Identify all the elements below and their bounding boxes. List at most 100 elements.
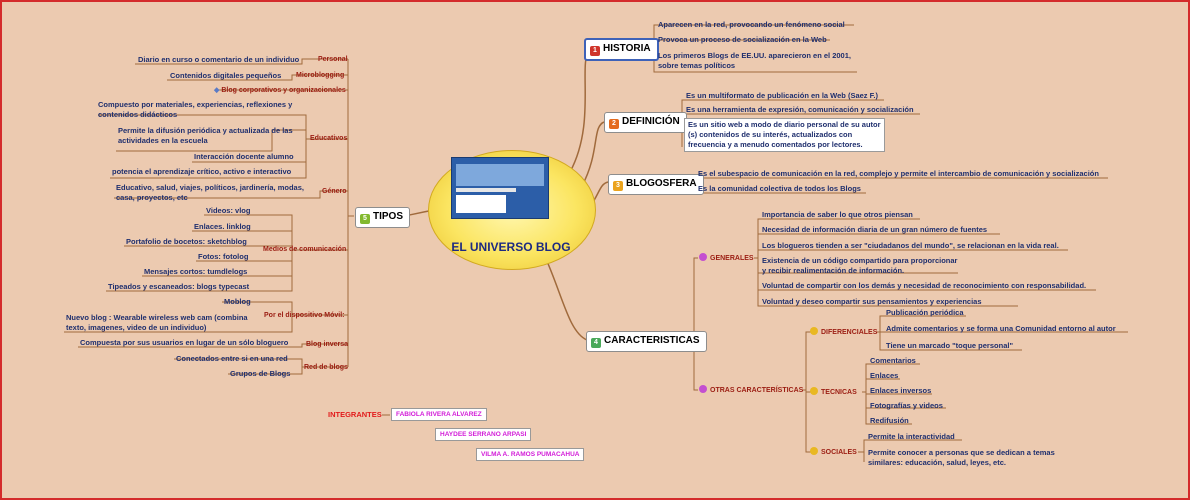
tecnicas-item[interactable]: Comentarios [870,356,916,365]
tecnicas-item[interactable]: Fotografías y videos [870,401,943,410]
historia-item[interactable]: Aparecen en la red, provocando un fenóme… [658,20,845,29]
tipo-item[interactable]: texto, imagenes, video de un individuo) [66,323,207,332]
tipo-item[interactable]: Contenidos digitales pequeños [170,71,282,80]
subtopic-diferenciales[interactable]: DIFERENCIALES [810,327,877,337]
topic-caracteristicas-label: CARACTERISTICAS [604,335,700,346]
definicion-detail-box[interactable]: Es un sitio web a modo de diario persona… [684,118,885,152]
priority-2-icon: 2 [609,119,619,129]
definicion-item[interactable]: Es un multiformato de publicación en la … [686,91,878,100]
topic-blogosfera-label: BLOGOSFERA [626,178,697,189]
topic-definicion-label: DEFINICIÓN [622,116,680,127]
smiley-icon [699,385,707,393]
subtopic-tecnicas[interactable]: TECNICAS [810,387,857,397]
topic-tipos-label: TIPOS [373,211,404,222]
diferenciales-item[interactable]: Tiene un marcado "toque personal" [886,341,1013,350]
tipo-item[interactable]: Portafolio de bocetos: sketchblog [126,237,247,246]
priority-4-icon: 4 [591,338,601,348]
tipo-personal[interactable]: Personal [318,56,348,63]
tipo-item[interactable]: Compuesta por sus usuarios en lugar de u… [80,338,289,347]
subtopic-generales[interactable]: GENERALES [699,253,754,263]
tecnicas-item[interactable]: Redifusión [870,416,909,425]
priority-1-icon: 1 [590,46,600,56]
tipo-item[interactable]: Compuesto por materiales, experiencias, … [98,100,293,109]
generales-item[interactable]: Importancia de saber lo que otros piensa… [762,210,913,219]
generales-item[interactable]: Existencia de un código compartido para … [762,256,958,265]
smiley-icon [810,447,818,455]
definicion-detail-line: (s) contenidos de su interés, actualizad… [688,130,853,139]
tipo-item[interactable]: Tipeados y escaneados: blogs typecast [108,282,250,291]
tipo-medios[interactable]: Medios de comunicación [263,246,347,253]
blogosfera-item[interactable]: Es la comunidad colectiva de todos los B… [698,184,861,193]
bullet-icon: ◆ [214,87,222,94]
tipo-item[interactable]: Diario en curso o comentario de un indiv… [138,55,300,64]
tipo-item[interactable]: Videos: vlog [206,206,251,215]
member-name[interactable]: VILMA A. RAMOS PUMACAHUA [476,448,585,461]
tipo-red[interactable]: Red de blogs [304,364,348,371]
tecnicas-item[interactable]: Enlaces [870,371,899,380]
smiley-icon [810,327,818,335]
subtopic-sociales-label: SOCIALES [821,449,857,456]
integrantes-label: INTEGRANTES [328,410,382,419]
member-name[interactable]: HAYDEE SERRANO ARPASI [435,428,532,441]
tipo-item[interactable]: Nuevo blog : Wearable wireless web cam (… [66,313,248,322]
tipo-item[interactable]: potencia el aprendizaje crítico, activo … [112,167,292,176]
member-name[interactable]: FABIOLA RIVERA ALVAREZ [391,408,487,421]
tipo-educativos[interactable]: Educativos [310,135,348,142]
generales-item[interactable]: Los blogueros tienden a ser "ciudadanos … [762,241,1059,250]
tipo-item[interactable]: Mensajes cortos: tumdlelogs [144,267,248,276]
tipo-item[interactable]: Fotos: fotolog [198,252,249,261]
blog-screenshot-thumbnail [451,157,549,219]
historia-item[interactable]: Provoca un proceso de socialización en l… [658,35,827,44]
subtopic-tecnicas-label: TECNICAS [821,389,857,396]
generales-item[interactable]: Voluntad y deseo compartir sus pensamien… [762,297,982,306]
tipo-item[interactable]: casa, proyectos, etc [116,193,188,202]
tipo-genero[interactable]: Género [322,188,347,195]
tipo-item[interactable]: Grupos de Blogs [230,369,291,378]
tipo-inversa[interactable]: Blog inversa [306,341,349,348]
blogosfera-item[interactable]: Es el subespacio de comunicación en la r… [698,169,1099,178]
tipo-item[interactable]: Enlaces. linklog [194,222,251,231]
central-topic-title: EL UNIVERSO BLOG [451,240,571,254]
tipo-item[interactable]: Conectados entre si en una red [176,354,288,363]
tipo-corporativos[interactable]: ◆ Blog corporativos y organizacionales [214,86,346,95]
tecnicas-item[interactable]: Enlaces inversos [870,386,932,395]
tipo-item[interactable]: Moblog [224,297,251,306]
subtopic-diferenciales-label: DIFERENCIALES [821,329,878,336]
subtopic-otras-caracteristicas[interactable]: OTRAS CARACTERÍSTICAS [699,385,803,395]
priority-5-icon: 5 [360,214,370,224]
smiley-icon [699,253,707,261]
generales-item[interactable]: Voluntad de compartir con los demás y ne… [762,281,1087,290]
generales-item[interactable]: y recibir realimentación de información. [762,266,905,275]
tipo-item[interactable]: Permite la difusión periódica y actualiz… [118,126,293,135]
smiley-icon [810,387,818,395]
definicion-item[interactable]: Es una herramienta de expresión, comunic… [686,105,914,114]
subtopic-otras-label: OTRAS CARACTERÍSTICAS [710,387,804,394]
diferenciales-item[interactable]: Admite comentarios y se forma una Comuni… [886,324,1116,333]
subtopic-generales-label: GENERALES [710,255,754,262]
tipo-item[interactable]: contenidos didácticos [98,110,178,119]
sociales-item[interactable]: similares: educación, salud, leyes, etc. [868,458,1006,467]
diferenciales-item[interactable]: Publicación periódica [886,308,964,317]
tipo-item[interactable]: Educativo, salud, viajes, políticos, jar… [116,183,304,192]
tipo-movil[interactable]: Por el dispositivo Móvil: [264,312,345,319]
historia-item[interactable]: sobre temas políticos [658,61,736,70]
tipo-microblogging[interactable]: Microblogging [296,72,345,79]
definicion-detail-line: Es un sitio web a modo de diario persona… [688,120,881,129]
tipo-item[interactable]: actividades en la escuela [118,136,208,145]
subtopic-sociales[interactable]: SOCIALES [810,447,857,457]
generales-item[interactable]: Necesidad de información diaria de un gr… [762,225,988,234]
sociales-item[interactable]: Permite la interactividad [868,432,955,441]
sociales-item[interactable]: Permite conocer a personas que se dedica… [868,448,1055,457]
historia-item[interactable]: Los primeros Blogs de EE.UU. aparecieron… [658,51,851,60]
tipo-item[interactable]: Interacción docente alumno [194,152,294,161]
definicion-detail-line: frecuencia y a menudo comentados por lec… [688,140,863,149]
tipo-corporativos-label: Blog corporativos y organizacionales [221,87,346,94]
priority-3-icon: 3 [613,181,623,191]
topic-historia-label: HISTORIA [603,43,651,54]
